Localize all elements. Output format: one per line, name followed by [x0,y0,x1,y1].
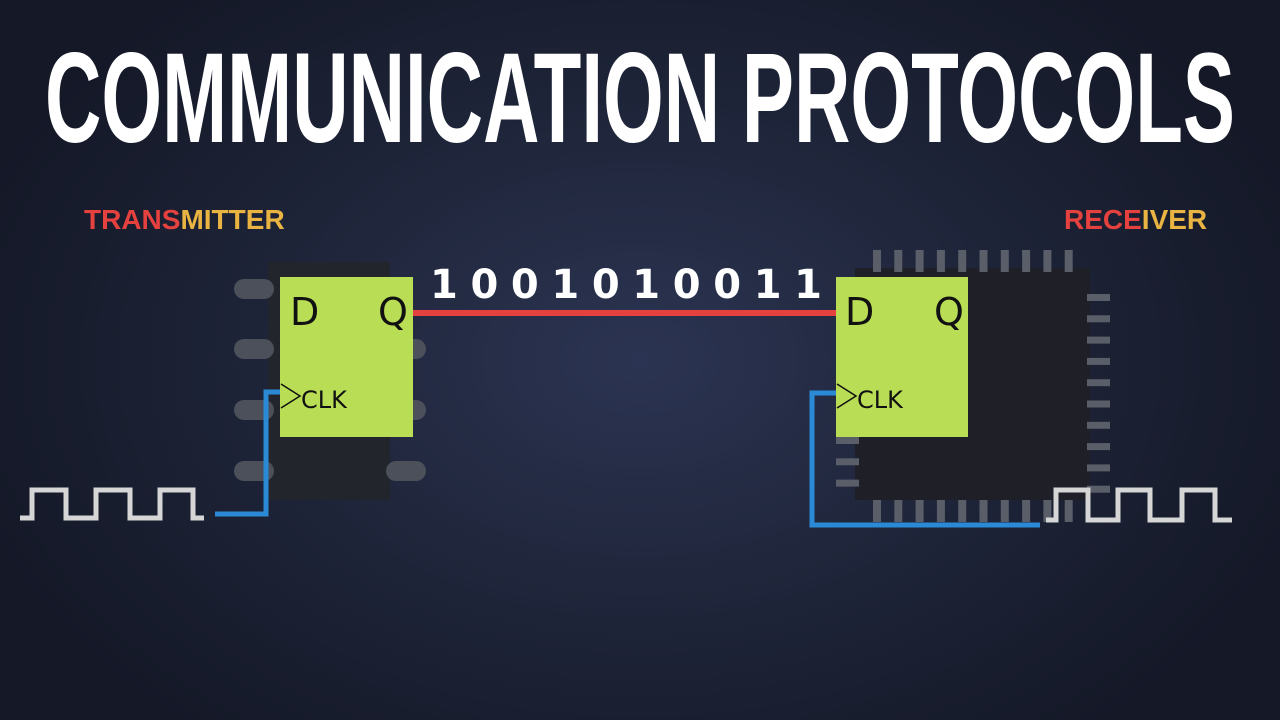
chip-pin [894,250,903,272]
chip-pin [958,250,967,272]
chip-pin [936,500,945,522]
chip-pin [894,500,903,522]
receiver-label-part1: RECE [1064,204,1142,235]
chip-pin [1064,500,1073,522]
chip-pin [979,500,988,522]
chip-pin [1087,464,1110,472]
bit-stream: 1 0 0 1 0 1 0 0 1 1 [430,262,822,308]
transmitter-label-part2: MITTER [180,204,285,235]
transmitter-flip-flop: D Q CLK [280,277,413,437]
chip-pin [1087,379,1110,387]
chip-pin [1087,485,1110,493]
chip-pin [958,500,967,522]
transmitter-clock-wire [215,389,282,517]
receiver-flip-flop: D Q CLK [836,277,968,437]
chip-pin [1087,336,1110,344]
chip-pin [1087,443,1110,451]
chip-pin [873,250,881,272]
chip-pin [1087,400,1110,408]
chip-pin [979,250,988,272]
clock-triangle-icon [280,383,302,409]
chip-pin [1022,500,1031,522]
q-label: Q [378,290,408,334]
chip-pin [1064,250,1073,272]
receiver-label-part2: IVER [1141,204,1208,235]
chip-pin [915,250,924,272]
chip-pin [1043,250,1052,272]
chip-pin [1000,250,1009,272]
receiver-label: RECEIVER [1064,204,1207,236]
chip-pin [1087,421,1110,429]
clock-triangle-icon [836,383,858,409]
chip-pin [836,479,859,487]
chip-pin [1043,500,1052,522]
chip-pin [915,500,924,522]
clk-label: CLK [857,386,904,414]
title: COMMUNICATION PROTOCOLS [45,27,1235,170]
chip-pin [1000,500,1009,522]
chip-pin [1087,315,1110,323]
chip-pin [936,250,945,272]
transmitter-clock-signal [20,487,204,521]
transmitter-label: TRANSMITTER [84,204,285,236]
clk-label: CLK [301,386,348,414]
q-label: Q [934,290,964,334]
receiver-clock-wire [809,390,1040,528]
d-label: D [290,290,319,334]
chip-pin [836,437,859,444]
chip-pin [1087,357,1110,365]
chip-pin [1087,294,1110,301]
chip-pin [836,458,859,466]
receiver-clock-signal [1046,487,1232,523]
chip-pin [873,500,881,522]
transmitter-label-part1: TRANS [84,204,181,235]
chip-pin [1022,250,1031,272]
d-label: D [845,290,874,334]
